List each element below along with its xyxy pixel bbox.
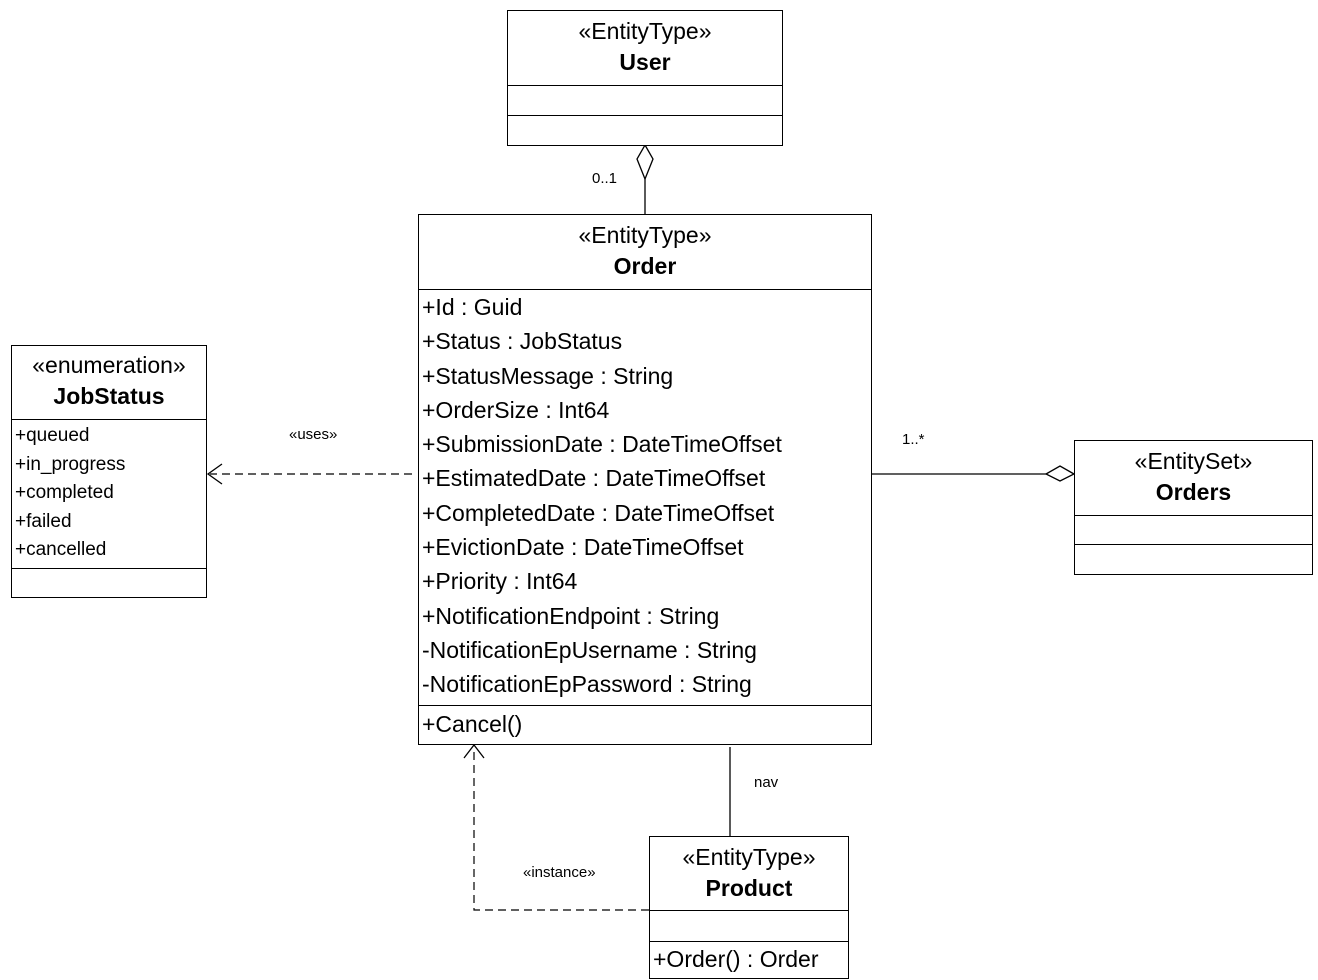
class-orders-operations [1075, 545, 1312, 573]
class-user-header: «EntityType» User [508, 11, 782, 86]
order-attribute: +EstimatedDate : DateTimeOffset [422, 465, 766, 492]
class-orders-header: «EntitySet» Orders [1075, 441, 1312, 516]
class-order-operations: +Cancel() [419, 706, 871, 743]
order-orders-multiplicity: 1..* [902, 431, 925, 448]
uses-label: «uses» [289, 426, 338, 443]
class-user-attributes [508, 86, 782, 116]
nav-label: nav [754, 774, 779, 791]
class-jobstatus-stereotype: «enumeration» [32, 352, 186, 378]
order-attribute: +NotificationEndpoint : String [422, 602, 720, 629]
class-order-attributes: +Id : Guid +Status : JobStatus +StatusMe… [419, 290, 871, 706]
jobstatus-literal: +failed [15, 510, 72, 532]
jobstatus-literal: +cancelled [15, 539, 107, 561]
class-product-operations: +Order() : Order [650, 942, 848, 977]
order-attribute: +StatusMessage : String [422, 362, 674, 389]
class-product-attributes [650, 911, 848, 942]
class-jobstatus-header: «enumeration» JobStatus [12, 346, 206, 420]
class-user-name: User [619, 49, 671, 75]
order-attribute: +Priority : Int64 [422, 568, 578, 595]
order-orders-aggregation-diamond [1044, 465, 1076, 482]
order-attribute: +Status : JobStatus [422, 328, 623, 355]
class-orders-name: Orders [1155, 479, 1232, 505]
class-product-header: «EntityType» Product [650, 837, 848, 911]
jobstatus-literal: +completed [15, 482, 114, 504]
class-jobstatus-name: JobStatus [53, 383, 165, 409]
order-attribute: -NotificationEpPassword : String [422, 671, 752, 698]
class-user-stereotype: «EntityType» [578, 18, 712, 44]
product-order-instance-arrowhead [463, 743, 485, 759]
order-attribute: +Id : Guid [422, 294, 523, 320]
jobstatus-literal: +queued [15, 425, 90, 446]
jobstatus-literal: +in_progress [15, 453, 126, 475]
class-orders-stereotype: «EntitySet» [1134, 448, 1253, 474]
order-attribute: +SubmissionDate : DateTimeOffset [422, 431, 782, 458]
order-jobstatus-dependency-arrowhead [206, 463, 223, 485]
class-orders[interactable]: «EntitySet» Orders [1074, 440, 1313, 575]
class-product[interactable]: «EntityType» Product +Order() : Order [649, 836, 849, 979]
class-orders-attributes [1075, 516, 1312, 545]
order-attribute: -NotificationEpUsername : String [422, 636, 757, 663]
class-jobstatus[interactable]: «enumeration» JobStatus +queued +in_prog… [11, 345, 207, 598]
class-jobstatus-operations [12, 569, 206, 596]
instance-label: «instance» [523, 864, 596, 881]
class-user-operations [508, 116, 782, 145]
class-order-name: Order [613, 253, 677, 279]
class-product-stereotype: «EntityType» [682, 844, 816, 870]
class-product-name: Product [705, 875, 793, 901]
order-attribute: +OrderSize : Int64 [422, 396, 610, 423]
order-attribute: +EvictionDate : DateTimeOffset [422, 534, 744, 561]
class-order-header: «EntityType» Order [419, 215, 871, 290]
class-order[interactable]: «EntityType» Order +Id : Guid +Status : … [418, 214, 872, 745]
order-operation: +Cancel() [422, 711, 523, 737]
user-order-aggregation-diamond [636, 143, 654, 181]
product-operation: +Order() : Order [653, 946, 819, 972]
product-order-instance-line [473, 747, 649, 911]
class-jobstatus-literals: +queued +in_progress +completed +failed … [12, 420, 206, 569]
class-user[interactable]: «EntityType» User [507, 10, 783, 146]
user-order-multiplicity: 0..1 [592, 170, 618, 187]
order-attribute: +CompletedDate : DateTimeOffset [422, 499, 775, 526]
class-order-stereotype: «EntityType» [578, 222, 712, 248]
